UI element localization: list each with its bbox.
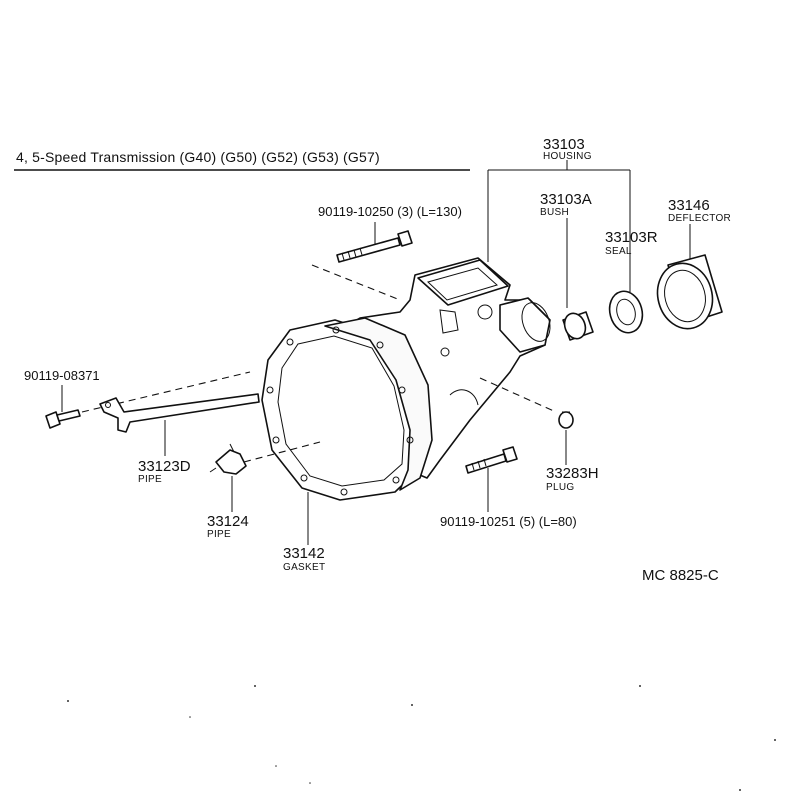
pipe-part	[209, 443, 247, 475]
bolt-bottom-number: 90119-10251 (5) (L=80)	[440, 514, 577, 529]
bush-number: 33103A	[540, 191, 592, 208]
bolt-left-part	[45, 409, 81, 429]
gasket-number: 33142	[283, 545, 325, 562]
housing-leader	[487, 160, 631, 292]
plug-name: PLUG	[546, 482, 574, 493]
plug-part	[558, 411, 574, 429]
pipe-d-name: PIPE	[138, 474, 162, 485]
bolt-bottom-part	[465, 446, 518, 474]
gasket-part	[261, 317, 433, 501]
bolt-left-number: 90119-08371	[24, 368, 100, 383]
pipe-name: PIPE	[207, 529, 231, 540]
deflector-name: DEFLECTOR	[668, 213, 731, 224]
seal-name: SEAL	[605, 246, 632, 257]
scan-specks	[67, 685, 776, 791]
bolt-top-guide	[311, 264, 401, 301]
deflector-number: 33146	[668, 197, 710, 214]
pipe-d-part	[99, 393, 260, 433]
gasket-name: GASKET	[283, 562, 325, 573]
pipe-guide	[243, 441, 321, 463]
drawing-code: MC 8825-C	[642, 567, 719, 584]
seal-part	[608, 290, 644, 334]
bolt-top-number: 90119-10250 (3) (L=130)	[318, 204, 462, 219]
deflector-part	[656, 254, 723, 330]
plug-guide	[479, 377, 557, 413]
bush-part	[562, 311, 594, 341]
housing-number: 33103	[543, 136, 585, 153]
housing-name: HOUSING	[543, 151, 592, 162]
bolt-top-part	[336, 230, 413, 263]
pipe-d-number: 33123D	[138, 458, 191, 475]
plug-number: 33283H	[546, 465, 599, 482]
pipe-number: 33124	[207, 513, 249, 530]
diagram-title: 4, 5-Speed Transmission (G40) (G50) (G52…	[16, 149, 380, 165]
bush-name: BUSH	[540, 207, 569, 218]
seal-number: 33103R	[605, 229, 658, 246]
